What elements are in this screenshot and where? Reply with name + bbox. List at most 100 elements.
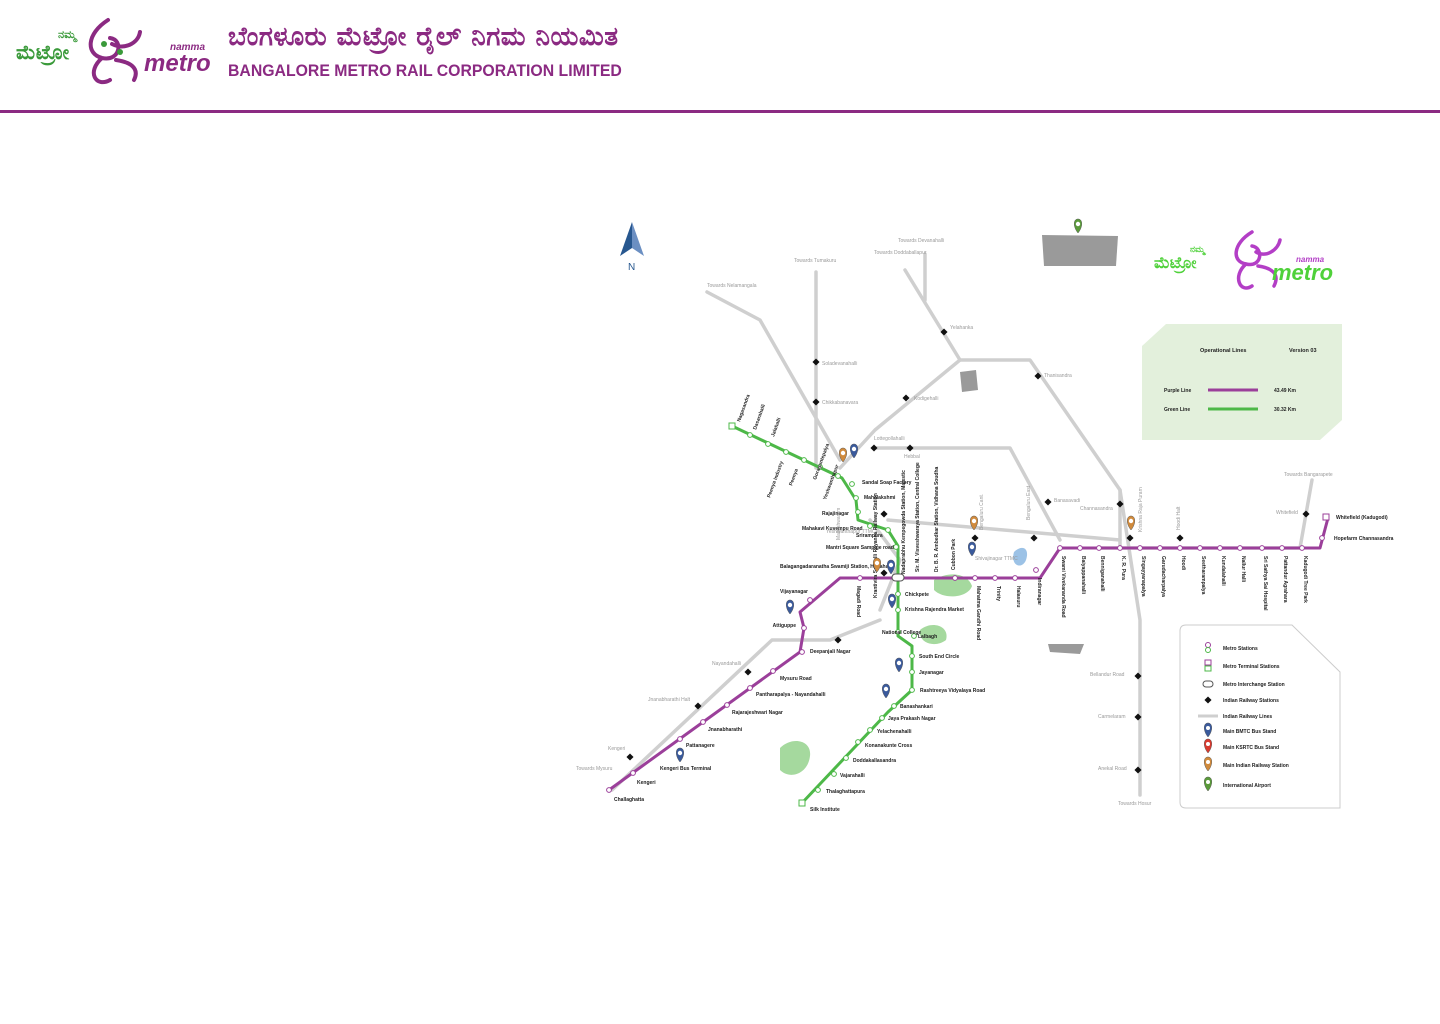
- railway-pin-icon[interactable]: [839, 447, 847, 463]
- railway-station-marker[interactable]: [1044, 498, 1052, 506]
- railway-pin-icon[interactable]: [873, 557, 881, 573]
- station-marker[interactable]: [909, 687, 915, 693]
- station-marker[interactable]: [893, 544, 899, 550]
- station-marker[interactable]: [891, 703, 897, 709]
- station-marker[interactable]: [879, 715, 885, 721]
- station-marker[interactable]: [867, 523, 873, 529]
- railway-station-marker[interactable]: [880, 510, 888, 518]
- station-marker[interactable]: [849, 481, 855, 487]
- railway-pin-icon[interactable]: [970, 515, 978, 531]
- station-marker[interactable]: [807, 597, 813, 603]
- station-marker[interactable]: [1012, 575, 1018, 581]
- station-marker[interactable]: [855, 509, 861, 515]
- map-logo-large-kn: ಮೆಟ್ರೋ: [1154, 255, 1197, 275]
- station-marker[interactable]: [895, 591, 901, 597]
- bmtc-pin-icon[interactable]: [968, 541, 976, 557]
- station-label: Rashtreeya Vidyalaya Road: [920, 688, 985, 694]
- station-marker[interactable]: [843, 755, 849, 761]
- railway-station-marker[interactable]: [812, 358, 820, 366]
- station-marker[interactable]: [799, 649, 805, 655]
- green-line-name: Green Line: [1164, 407, 1190, 413]
- bmtc-pin-icon[interactable]: [887, 559, 895, 575]
- bmtc-pin-icon[interactable]: [786, 599, 794, 615]
- station-marker[interactable]: [747, 432, 753, 438]
- station-marker[interactable]: [895, 629, 901, 635]
- station-marker[interactable]: [885, 527, 891, 533]
- station-marker[interactable]: [835, 473, 841, 479]
- railway-station-marker[interactable]: [902, 394, 910, 402]
- station-marker[interactable]: [857, 575, 863, 581]
- railway-station-marker[interactable]: [971, 534, 979, 542]
- station-marker[interactable]: [770, 668, 776, 674]
- station-label: Trinity: [995, 586, 1001, 601]
- station-marker[interactable]: [817, 464, 823, 470]
- station-marker[interactable]: [911, 633, 917, 639]
- terminal-marker[interactable]: [1322, 513, 1330, 521]
- railway-station-marker[interactable]: [812, 398, 820, 406]
- station-marker[interactable]: [972, 575, 978, 581]
- station-marker[interactable]: [1077, 545, 1083, 551]
- railway-station-marker[interactable]: [626, 753, 634, 761]
- airport-pin-icon[interactable]: [1074, 218, 1082, 234]
- interchange-marker[interactable]: [891, 573, 905, 582]
- railway-station-marker[interactable]: [834, 636, 842, 644]
- bmtc-pin-icon[interactable]: [888, 593, 896, 609]
- station-marker[interactable]: [1279, 545, 1285, 551]
- railway-pin-icon[interactable]: [1127, 515, 1135, 531]
- station-marker[interactable]: [992, 575, 998, 581]
- logo-swirl: [88, 18, 142, 84]
- railway-station-marker[interactable]: [1302, 510, 1310, 518]
- station-marker[interactable]: [1096, 545, 1102, 551]
- bmtc-pin-icon[interactable]: [676, 747, 684, 763]
- station-marker[interactable]: [1259, 545, 1265, 551]
- station-marker[interactable]: [867, 727, 873, 733]
- station-marker[interactable]: [1319, 535, 1325, 541]
- railway-station-marker[interactable]: [906, 444, 914, 452]
- logo-small-kn: ನಮ್ಮ: [58, 28, 78, 42]
- station-marker[interactable]: [677, 736, 683, 742]
- station-marker[interactable]: [1157, 545, 1163, 551]
- station-marker[interactable]: [724, 702, 730, 708]
- station-marker[interactable]: [831, 771, 837, 777]
- station-marker[interactable]: [783, 449, 789, 455]
- station-marker[interactable]: [1237, 545, 1243, 551]
- station-marker[interactable]: [630, 770, 636, 776]
- station-marker[interactable]: [952, 575, 958, 581]
- station-marker[interactable]: [700, 719, 706, 725]
- station-marker[interactable]: [1057, 545, 1063, 551]
- station-marker[interactable]: [909, 669, 915, 675]
- station-marker[interactable]: [1299, 545, 1305, 551]
- railway-station-marker[interactable]: [1030, 534, 1038, 542]
- station-marker[interactable]: [1137, 545, 1143, 551]
- station-marker[interactable]: [895, 607, 901, 613]
- station-marker[interactable]: [1197, 545, 1203, 551]
- railway-station-marker[interactable]: [744, 668, 752, 676]
- station-marker[interactable]: [855, 739, 861, 745]
- railway-station-marker[interactable]: [694, 702, 702, 710]
- station-marker[interactable]: [747, 685, 753, 691]
- station-marker[interactable]: [853, 495, 859, 501]
- station-marker[interactable]: [815, 787, 821, 793]
- station-marker[interactable]: [606, 787, 612, 793]
- railway-station-marker[interactable]: [1176, 534, 1184, 542]
- legend-label: Main KSRTC Bus Stand: [1223, 745, 1279, 751]
- rail-place-label: Hoodi Halt: [1176, 506, 1182, 530]
- station-marker[interactable]: [1217, 545, 1223, 551]
- station-marker[interactable]: [765, 441, 771, 447]
- terminal-marker[interactable]: [798, 799, 806, 807]
- station-marker[interactable]: [1117, 545, 1123, 551]
- bmtc-pin-icon[interactable]: [850, 443, 858, 459]
- station-marker[interactable]: [801, 457, 807, 463]
- railway-station-marker[interactable]: [940, 328, 948, 336]
- station-marker[interactable]: [1177, 545, 1183, 551]
- bmtc-pin-icon[interactable]: [895, 657, 903, 673]
- station-marker[interactable]: [909, 653, 915, 659]
- railway-station-marker[interactable]: [870, 444, 878, 452]
- railway-station-marker[interactable]: [880, 569, 888, 577]
- station-marker[interactable]: [801, 625, 807, 631]
- bmtc-pin-icon[interactable]: [882, 683, 890, 699]
- terminal-marker[interactable]: [728, 422, 736, 430]
- station-marker[interactable]: [1033, 567, 1039, 573]
